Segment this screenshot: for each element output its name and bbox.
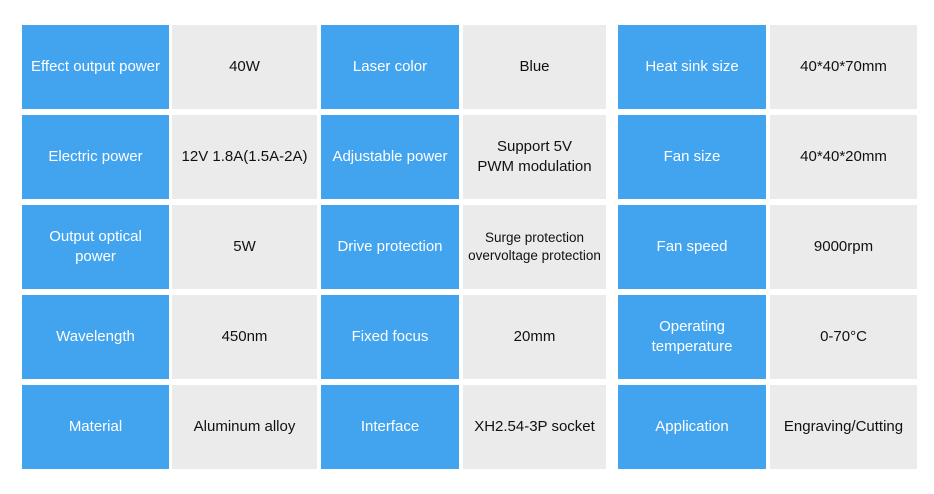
spec-label-interface: Interface bbox=[321, 385, 459, 469]
spec-row: Effect output power 40W Laser color Blue… bbox=[22, 25, 917, 109]
spec-value-adjustable-power: Support 5V PWM modulation bbox=[463, 115, 606, 199]
spec-value-fan-speed: 9000rpm bbox=[770, 205, 917, 289]
spec-label-electric-power: Electric power bbox=[22, 115, 169, 199]
spec-row: Electric power 12V 1.8A(1.5A-2A) Adjusta… bbox=[22, 115, 917, 199]
spec-label-output-optical-power: Output optical power bbox=[22, 205, 169, 289]
spec-label-heat-sink-size: Heat sink size bbox=[618, 25, 766, 109]
spec-value-effect-output-power: 40W bbox=[172, 25, 317, 109]
spec-label-effect-output-power: Effect output power bbox=[22, 25, 169, 109]
spec-label-application: Application bbox=[618, 385, 766, 469]
spec-value-material: Aluminum alloy bbox=[172, 385, 317, 469]
spec-label-adjustable-power: Adjustable power bbox=[321, 115, 459, 199]
spec-value-output-optical-power: 5W bbox=[172, 205, 317, 289]
spec-label-material: Material bbox=[22, 385, 169, 469]
spec-value-application: Engraving/Cutting bbox=[770, 385, 917, 469]
spec-row: Output optical power 5W Drive protection… bbox=[22, 205, 917, 289]
spec-value-drive-protection: Surge protection overvoltage protection bbox=[463, 205, 606, 289]
spec-value-heat-sink-size: 40*40*70mm bbox=[770, 25, 917, 109]
spec-value-fan-size: 40*40*20mm bbox=[770, 115, 917, 199]
spec-value-electric-power: 12V 1.8A(1.5A-2A) bbox=[172, 115, 317, 199]
spec-value-wavelength: 450nm bbox=[172, 295, 317, 379]
spec-value-fixed-focus: 20mm bbox=[463, 295, 606, 379]
spec-row: Material Aluminum alloy Interface XH2.54… bbox=[22, 385, 917, 469]
spec-value-laser-color: Blue bbox=[463, 25, 606, 109]
spec-value-interface: XH2.54-3P socket bbox=[463, 385, 606, 469]
spec-label-drive-protection: Drive protection bbox=[321, 205, 459, 289]
spec-value-operating-temperature: 0-70°C bbox=[770, 295, 917, 379]
spec-label-operating-temperature: Operating temperature bbox=[618, 295, 766, 379]
spec-row: Wavelength 450nm Fixed focus 20mm Operat… bbox=[22, 295, 917, 379]
spec-label-fixed-focus: Fixed focus bbox=[321, 295, 459, 379]
spec-label-laser-color: Laser color bbox=[321, 25, 459, 109]
spec-label-wavelength: Wavelength bbox=[22, 295, 169, 379]
spec-label-fan-size: Fan size bbox=[618, 115, 766, 199]
spec-label-fan-speed: Fan speed bbox=[618, 205, 766, 289]
specification-table: Effect output power 40W Laser color Blue… bbox=[22, 25, 917, 469]
